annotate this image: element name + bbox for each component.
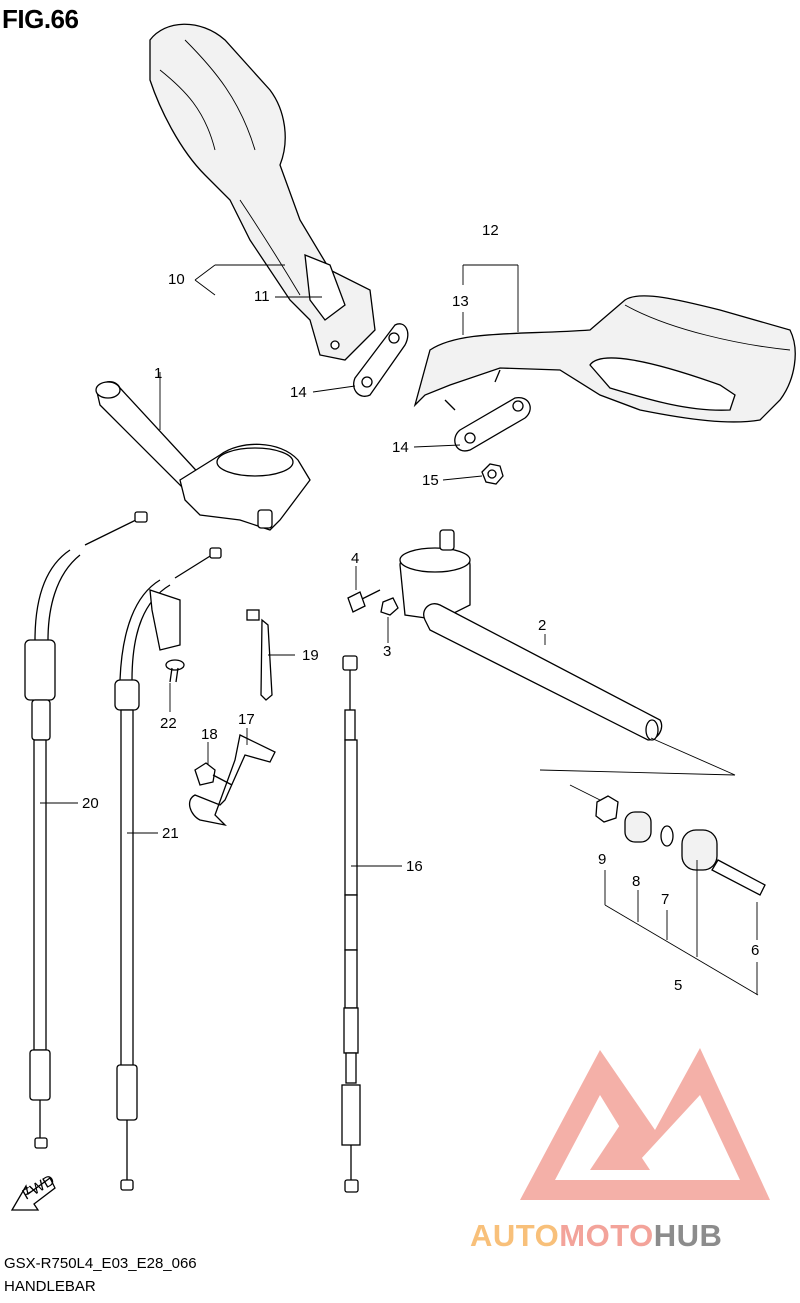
callout-3: 3 — [383, 643, 391, 660]
callout-labels: 1 2 3 4 5 6 7 8 9 10 11 12 13 14 14 15 1… — [82, 222, 759, 994]
watermark-logo — [520, 1048, 770, 1200]
callout-13: 13 — [452, 293, 469, 310]
right-handle-grip-assembly[interactable] — [413, 295, 796, 423]
callout-19: 19 — [302, 647, 319, 664]
nut[interactable] — [481, 463, 504, 485]
callout-9: 9 — [598, 851, 606, 868]
callout-22: 22 — [160, 715, 177, 732]
bolt[interactable] — [347, 589, 381, 613]
leader-lines — [40, 264, 546, 867]
balancer-assembly[interactable] — [595, 795, 766, 896]
callout-2: 2 — [538, 617, 546, 634]
model-code: GSX-R750L4_E03_E28_066 — [4, 1255, 197, 1272]
callout-16: 16 — [406, 858, 423, 875]
callout-12: 12 — [482, 222, 499, 239]
callout-20: 20 — [82, 795, 99, 812]
figure-title: FIG.66 — [2, 4, 79, 34]
callout-15: 15 — [422, 472, 439, 489]
callout-11: 11 — [254, 288, 270, 305]
throttle-cable-no2[interactable] — [114, 547, 222, 1191]
left-handle-grip-assembly[interactable] — [149, 23, 376, 361]
throttle-cable-no1[interactable] — [24, 511, 148, 1149]
cable-clamp[interactable] — [246, 609, 273, 701]
callout-17: 17 — [238, 711, 255, 728]
callout-6: 6 — [751, 942, 759, 959]
screw[interactable] — [165, 659, 185, 683]
callout-8: 8 — [632, 873, 640, 890]
bracket-bolt[interactable] — [194, 762, 233, 786]
spacer-plate-lower[interactable] — [454, 397, 531, 452]
assembly-guide-lines — [539, 737, 759, 996]
callout-10: 10 — [168, 271, 185, 288]
watermark-text: AUTOMOTOHUB — [470, 1218, 722, 1254]
handlebar-left[interactable] — [95, 381, 311, 531]
watermark-auto: AUTO — [470, 1218, 560, 1253]
callout-14-lower: 14 — [392, 439, 409, 456]
section-name: HANDLEBAR — [4, 1278, 96, 1295]
callout-14-upper: 14 — [290, 384, 307, 401]
callout-7: 7 — [661, 891, 669, 908]
watermark-hub: HUB — [653, 1218, 723, 1253]
callout-1: 1 — [154, 365, 162, 382]
callout-5: 5 — [674, 977, 682, 994]
clutch-cable[interactable] — [341, 655, 361, 1193]
handlebar-nut[interactable] — [380, 597, 399, 616]
callout-21: 21 — [162, 825, 179, 842]
spacer-plate-upper[interactable] — [353, 323, 409, 397]
cable-guide-bracket[interactable] — [188, 734, 276, 827]
callout-4: 4 — [351, 550, 359, 567]
callout-18: 18 — [201, 726, 218, 743]
handlebar-right[interactable] — [399, 529, 663, 741]
fwd-arrow-icon: FWD — [10, 1172, 58, 1211]
watermark-moto: MOTO — [559, 1218, 654, 1253]
